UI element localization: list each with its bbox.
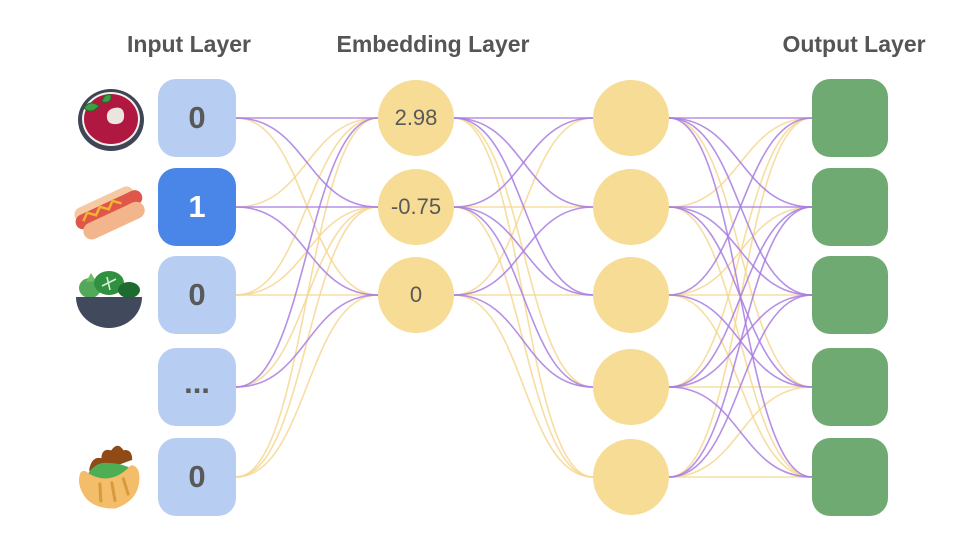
green-salad-icon <box>76 271 142 328</box>
output-layer-title: Output Layer <box>782 31 925 57</box>
embedding-node-0: 2.98 <box>378 80 454 156</box>
hidden-node-2 <box>593 257 669 333</box>
connection-edge <box>235 117 379 388</box>
connection-edge <box>668 117 813 388</box>
hidden-node-4 <box>593 439 669 515</box>
input-node-4: 0 <box>158 438 236 516</box>
output-node-2 <box>812 256 888 334</box>
input-node-0: 0 <box>158 79 236 157</box>
input-value-2: 0 <box>188 277 205 312</box>
input-layer-title: Input Layer <box>127 31 251 57</box>
output-node-1 <box>812 168 888 246</box>
connection-edge <box>453 206 594 388</box>
connection-edge <box>453 206 594 296</box>
output-node-4 <box>812 438 888 516</box>
connection-edge <box>453 294 594 388</box>
stuffed-flatbread-icon <box>78 445 140 509</box>
connection-edge <box>668 206 813 296</box>
hidden-node-3 <box>593 349 669 425</box>
embedding-node-2: 0 <box>378 257 454 333</box>
connection-edge <box>235 294 379 388</box>
connection-edge <box>235 294 379 478</box>
borscht-soup-icon <box>78 89 144 151</box>
connection-edge <box>668 117 813 296</box>
connection-edge <box>668 294 813 478</box>
embedding-value-2: 0 <box>410 282 422 307</box>
connection-edge <box>668 206 813 388</box>
connection-edge <box>235 117 379 208</box>
connection-edge <box>668 206 813 478</box>
input-node-1: 1 <box>158 168 236 246</box>
connection-edge <box>453 117 594 208</box>
embedding-value-0: 2.98 <box>395 105 438 130</box>
input-value-4: 0 <box>188 459 205 494</box>
connection-edge <box>668 386 813 478</box>
embedding-layer-title: Embedding Layer <box>337 31 530 57</box>
connection-edge <box>235 117 379 478</box>
input-value-1: 1 <box>188 189 205 224</box>
connection-edge <box>453 117 594 296</box>
hidden-node-0 <box>593 80 669 156</box>
edges-layer <box>235 117 813 478</box>
output-node-0 <box>812 79 888 157</box>
input-node-2: 0 <box>158 256 236 334</box>
connection-edge <box>453 117 594 388</box>
hidden-node-1 <box>593 169 669 245</box>
input-value-0: 0 <box>188 100 205 135</box>
input-node-3: ... <box>158 348 236 426</box>
output-node-3 <box>812 348 888 426</box>
embedding-node-1: -0.75 <box>378 169 454 245</box>
input-value-3: ... <box>184 365 210 400</box>
embedding-value-1: -0.75 <box>391 194 441 219</box>
connection-edge <box>453 294 594 478</box>
connection-edge <box>668 117 813 208</box>
hot-dog-icon <box>74 186 145 240</box>
